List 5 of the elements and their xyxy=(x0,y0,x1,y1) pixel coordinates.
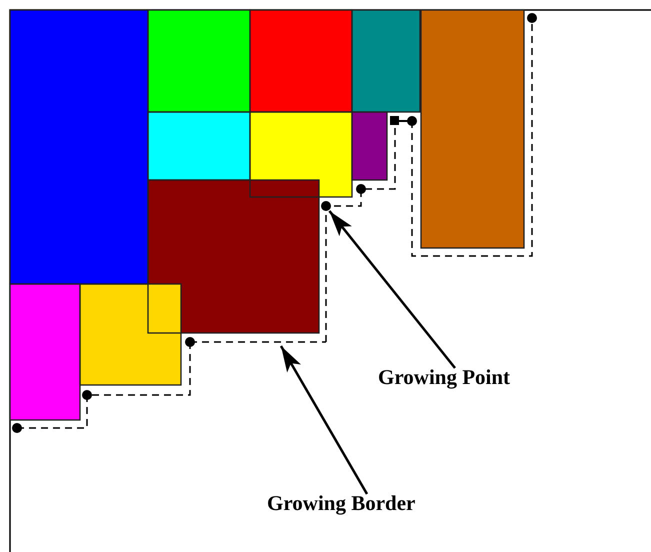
arrow xyxy=(328,210,456,369)
arrow xyxy=(280,345,368,495)
annotation-label: Growing Border xyxy=(267,491,416,516)
growing-point-dot xyxy=(321,201,331,211)
annotation-label: Growing Point xyxy=(378,365,510,390)
